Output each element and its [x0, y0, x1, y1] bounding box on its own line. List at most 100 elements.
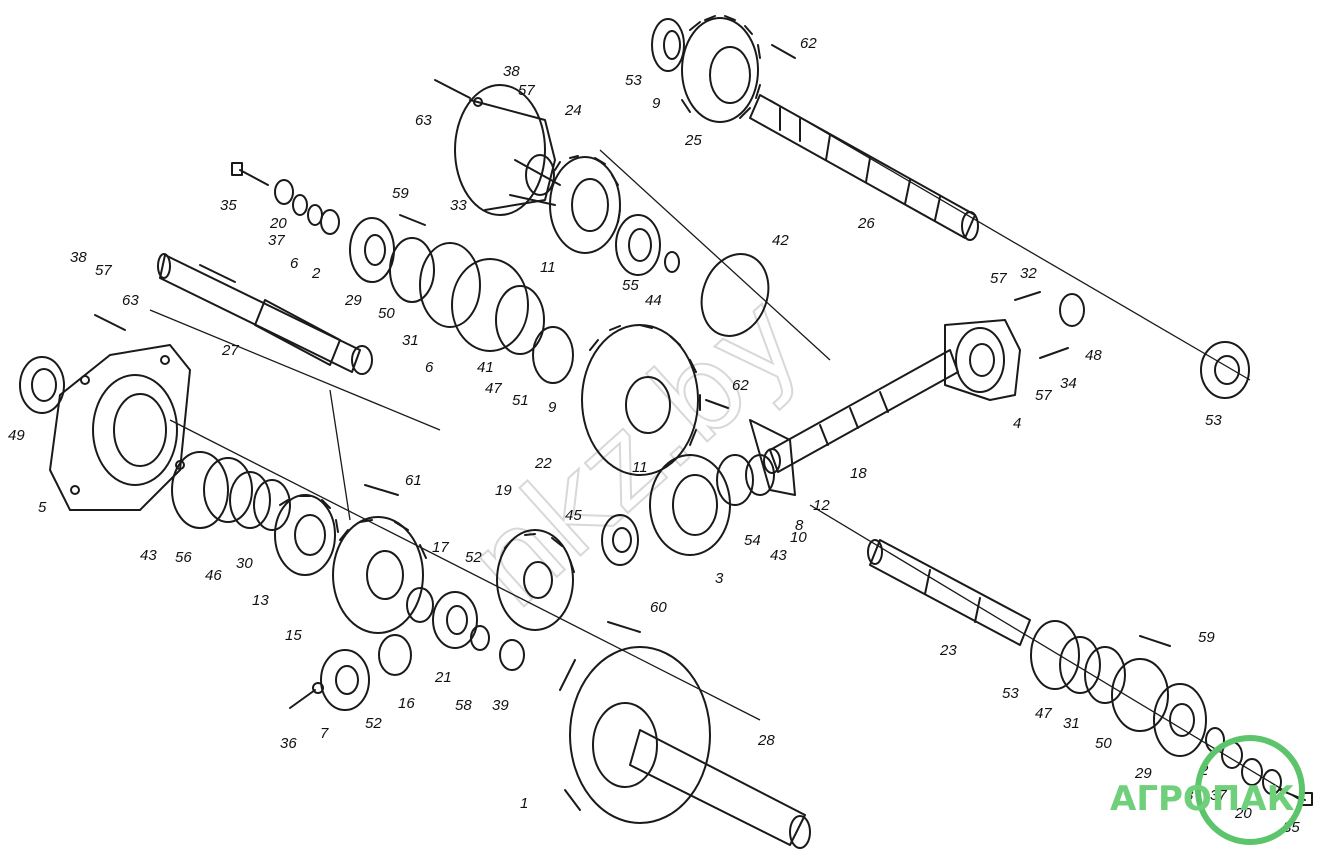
label-51: 51 [512, 392, 529, 409]
ring-21 [470, 625, 490, 651]
bearing-53-right [1200, 341, 1250, 399]
washers-lower-right [1205, 727, 1282, 795]
bearing-55 [615, 214, 661, 276]
washers-left [274, 179, 340, 235]
label-57b: 57 [95, 262, 112, 279]
label-59b: 59 [1198, 629, 1215, 646]
label-8b: 8 [1185, 787, 1194, 804]
label-2a: 2 [311, 265, 321, 282]
label-61: 61 [405, 472, 422, 489]
label-8a: 8 [795, 517, 804, 534]
label-47a: 47 [485, 380, 502, 397]
logo-ring [1195, 735, 1305, 845]
label-63a: 63 [415, 112, 432, 129]
shaft-15 [763, 349, 959, 474]
label-12: 12 [813, 497, 830, 514]
nut-39 [499, 639, 525, 671]
fork-12 [749, 419, 796, 496]
washer-16 [378, 634, 412, 676]
label-43b: 43 [770, 547, 787, 564]
label-24: 24 [564, 102, 582, 119]
pin-62-top [771, 44, 796, 59]
label-18: 18 [850, 465, 867, 482]
label-1: 1 [520, 795, 528, 812]
logo-text: АГРОПАК [1110, 779, 1295, 819]
ring-stack-left [171, 451, 291, 531]
label-6: 6 [425, 359, 434, 376]
label-42: 42 [772, 232, 789, 249]
bevel-gear-19 [496, 529, 575, 631]
label-45: 45 [565, 507, 582, 524]
label-57c: 57 [990, 270, 1007, 287]
label-26: 26 [857, 215, 875, 232]
label-56: 56 [175, 549, 192, 566]
gear-stack-lower-right [1030, 620, 1207, 757]
bolt-35-left [231, 162, 269, 186]
label-59a: 59 [392, 185, 409, 202]
label-53b: 53 [1205, 412, 1222, 429]
bolt-32 [1014, 291, 1041, 301]
label-38b: 38 [70, 249, 87, 266]
label-58: 58 [455, 697, 472, 714]
seal-42 [700, 253, 770, 337]
seal-48 [1059, 293, 1085, 327]
label-28: 28 [757, 732, 775, 749]
label-19: 19 [495, 482, 512, 499]
gear-22 [581, 324, 701, 476]
label-57a: 57 [518, 82, 535, 99]
label-27: 27 [221, 342, 239, 359]
label-62b: 62 [732, 377, 749, 394]
label-39: 39 [492, 697, 509, 714]
label-37a: 37 [268, 232, 285, 249]
label-53a: 53 [625, 72, 642, 89]
gear-25 [681, 15, 761, 123]
label-43a: 43 [140, 547, 157, 564]
label-16: 16 [398, 695, 415, 712]
bearing-53-top [651, 18, 685, 72]
label-52b: 52 [365, 715, 382, 732]
agropak-logo: АГРОПАК [1110, 735, 1305, 845]
shaft-26 [749, 94, 979, 241]
label-50a: 50 [378, 305, 395, 322]
pins [364, 214, 1171, 647]
housing-24 [454, 84, 561, 216]
hub-3 [649, 454, 754, 556]
label-5: 5 [38, 499, 47, 516]
bearing-45 [601, 514, 639, 566]
label-38a: 38 [503, 63, 520, 80]
bolt-34 [1039, 347, 1069, 359]
label-35a: 35 [220, 197, 237, 214]
label-21: 21 [434, 669, 452, 686]
shaft-23 [867, 539, 1031, 646]
label-11b: 11 [632, 459, 648, 476]
label-31b: 31 [1063, 715, 1080, 732]
label-6b: 6 [290, 255, 299, 272]
label-9b: 9 [548, 399, 557, 416]
label-46: 46 [205, 567, 222, 584]
label-60: 60 [650, 599, 667, 616]
label-33: 33 [450, 197, 467, 214]
label-29a: 29 [344, 292, 362, 309]
label-44: 44 [645, 292, 662, 309]
label-63b: 63 [122, 292, 139, 309]
label-53c: 53 [1002, 685, 1019, 702]
axis-lines [149, 99, 1301, 801]
label-52a: 52 [465, 549, 482, 566]
part-labels: 1 2 2 3 4 5 6 6 7 8 8 9 9 10 11 11 12 13… [8, 35, 1300, 836]
flange-shaft-28 [559, 646, 811, 849]
bolt-63-left [94, 314, 126, 331]
label-15: 15 [285, 627, 302, 644]
cover-5 [49, 344, 191, 511]
gear-11 [549, 155, 621, 254]
ring-43-mid [745, 454, 775, 496]
bearing-52-low [320, 649, 370, 711]
bearing-52-mid [432, 591, 478, 649]
label-32: 32 [1020, 265, 1037, 282]
label-22: 22 [534, 455, 552, 472]
bevel-gear-15 [332, 516, 427, 634]
label-54: 54 [744, 532, 761, 549]
label-23: 23 [939, 642, 957, 659]
ring-44 [664, 251, 680, 273]
label-47b: 47 [1035, 705, 1052, 722]
